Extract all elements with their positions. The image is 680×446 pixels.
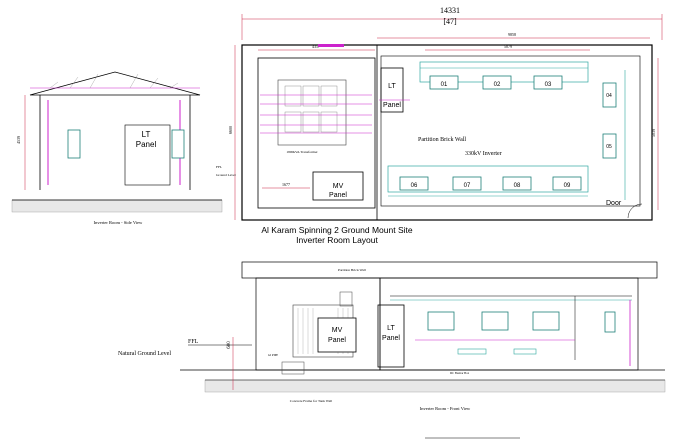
inverters-bottom: 06 07 08 09 xyxy=(399,176,582,191)
front-roof-slab xyxy=(241,261,658,279)
outer-wall xyxy=(241,44,653,221)
plan-view: 14331 [47] 4357 9858 5079 1800kVA Transf… xyxy=(228,6,663,221)
inverter-02-label: 02 xyxy=(494,82,501,88)
overall-dimension-mm: 14331 xyxy=(440,6,460,15)
roof xyxy=(29,71,201,96)
door-swing xyxy=(627,203,643,219)
overall-dimension-ft: [47] xyxy=(443,17,457,26)
mv-panel-label-1: MV xyxy=(333,183,344,190)
front-mv-panel xyxy=(317,317,357,353)
lt-panel-plan xyxy=(380,67,404,113)
ffl-height: 600 xyxy=(227,341,232,349)
mv-panel-plan xyxy=(312,171,364,201)
side-lt-label-1: LT xyxy=(142,130,151,139)
drawing-title-line2: Inverter Room Layout xyxy=(296,235,378,245)
inverter-02 xyxy=(482,75,512,90)
side-ffl: FFL xyxy=(216,165,222,169)
side-lt-panel xyxy=(124,124,171,186)
front-dc-busbar-label: DC Busbar Box xyxy=(450,371,470,375)
inverter-room-inner-wall xyxy=(380,55,641,207)
front-lt-panel xyxy=(377,304,405,368)
left-dimension: 4357 xyxy=(312,44,320,49)
right-dimension: 9858 xyxy=(508,32,516,37)
lt-panel-label-1: LT xyxy=(388,83,396,90)
inverter-09-label: 09 xyxy=(564,183,571,189)
louver-top xyxy=(318,44,344,47)
inverter-05 xyxy=(602,133,617,159)
panel-span-dimension: 5079 xyxy=(504,44,512,49)
front-lt-label-2: Panel xyxy=(382,335,400,342)
transformer-busbars xyxy=(260,94,372,134)
inverter-04 xyxy=(602,82,617,108)
inverter-03-label: 03 xyxy=(545,82,552,88)
inverter-01 xyxy=(429,75,459,90)
drawing-title-line1: Al Karam Spinning 2 Ground Mount Site xyxy=(261,225,412,235)
front-partition-label: Partition Brick Wall xyxy=(338,268,366,272)
inverter-01-label: 01 xyxy=(441,82,448,88)
dc-busbar-1 xyxy=(457,348,487,355)
side-inverter-right xyxy=(171,129,185,159)
front-view: MV Panel LT Panel Partition Brick Wall D… xyxy=(118,261,666,439)
inverter-07-label: 07 xyxy=(464,183,471,189)
front-mv-label-2: Panel xyxy=(328,337,346,344)
side-view: LT Panel 4539 Inverter Room - Side View … xyxy=(11,71,236,225)
front-gi-pipe-label: GI PIPE xyxy=(268,353,278,357)
inverter-room-wall xyxy=(376,44,653,221)
inverters-side: 04 05 xyxy=(602,70,626,200)
transformer-room-wall xyxy=(257,57,376,209)
front-trench xyxy=(281,361,305,375)
inverter-09 xyxy=(552,176,582,191)
dc-busbar-2 xyxy=(513,348,537,355)
side-view-title: Inverter Room - Side View xyxy=(94,220,143,225)
transformer-fins xyxy=(284,85,338,133)
bottom-small-dimension: 1677 xyxy=(282,182,290,187)
inverter-08 xyxy=(502,176,532,191)
inverters-top: 01 02 03 xyxy=(429,75,563,90)
lt-panel-label-2: Panel xyxy=(383,102,401,109)
side-lt-label-2: Panel xyxy=(136,140,157,149)
side-ground-level: Ground Level xyxy=(216,173,236,177)
transformer-label: 1800kVA Transformer xyxy=(286,150,318,154)
inverter-08-label: 08 xyxy=(514,183,521,189)
side-ground xyxy=(11,199,223,213)
inverter-label: 330kV Inverter xyxy=(465,151,502,157)
front-lt-label-1: LT xyxy=(387,325,395,332)
front-inverter-room xyxy=(379,277,639,371)
left-height: 6600 xyxy=(228,126,233,134)
front-inverter-1 xyxy=(427,311,455,331)
natural-ground-label: Natural Ground Level xyxy=(118,351,171,357)
partition-wall-label: Partition Brick Wall xyxy=(418,137,466,143)
front-conservator xyxy=(339,291,353,307)
side-inverter-left xyxy=(67,129,81,159)
side-height: 4539 xyxy=(16,136,21,144)
inverter-06 xyxy=(399,176,429,191)
inverter-06-label: 06 xyxy=(411,183,418,189)
front-ground xyxy=(204,379,666,393)
front-inverter-2 xyxy=(481,311,509,331)
transformer-body xyxy=(277,79,347,146)
inverter-07 xyxy=(452,176,482,191)
front-inverter-3 xyxy=(532,311,560,331)
front-mv-label-1: MV xyxy=(332,327,343,334)
front-view-title: Inverter Room - Front View xyxy=(420,406,471,411)
mv-panel-label-2: Panel xyxy=(329,192,347,199)
front-trench-label: Concrete Frame for Tank Wall xyxy=(290,399,333,403)
truss-webs xyxy=(49,73,179,89)
door-label: Door xyxy=(606,200,622,207)
front-ffl-label: FFL xyxy=(188,339,199,345)
inverter-rack-bottom xyxy=(387,165,589,193)
inverter-05-label: 05 xyxy=(606,144,612,150)
inverter-03 xyxy=(533,75,563,90)
front-inverter-side xyxy=(604,311,616,333)
inverter-04-label: 04 xyxy=(606,93,612,99)
right-height: 5039 xyxy=(651,129,656,137)
